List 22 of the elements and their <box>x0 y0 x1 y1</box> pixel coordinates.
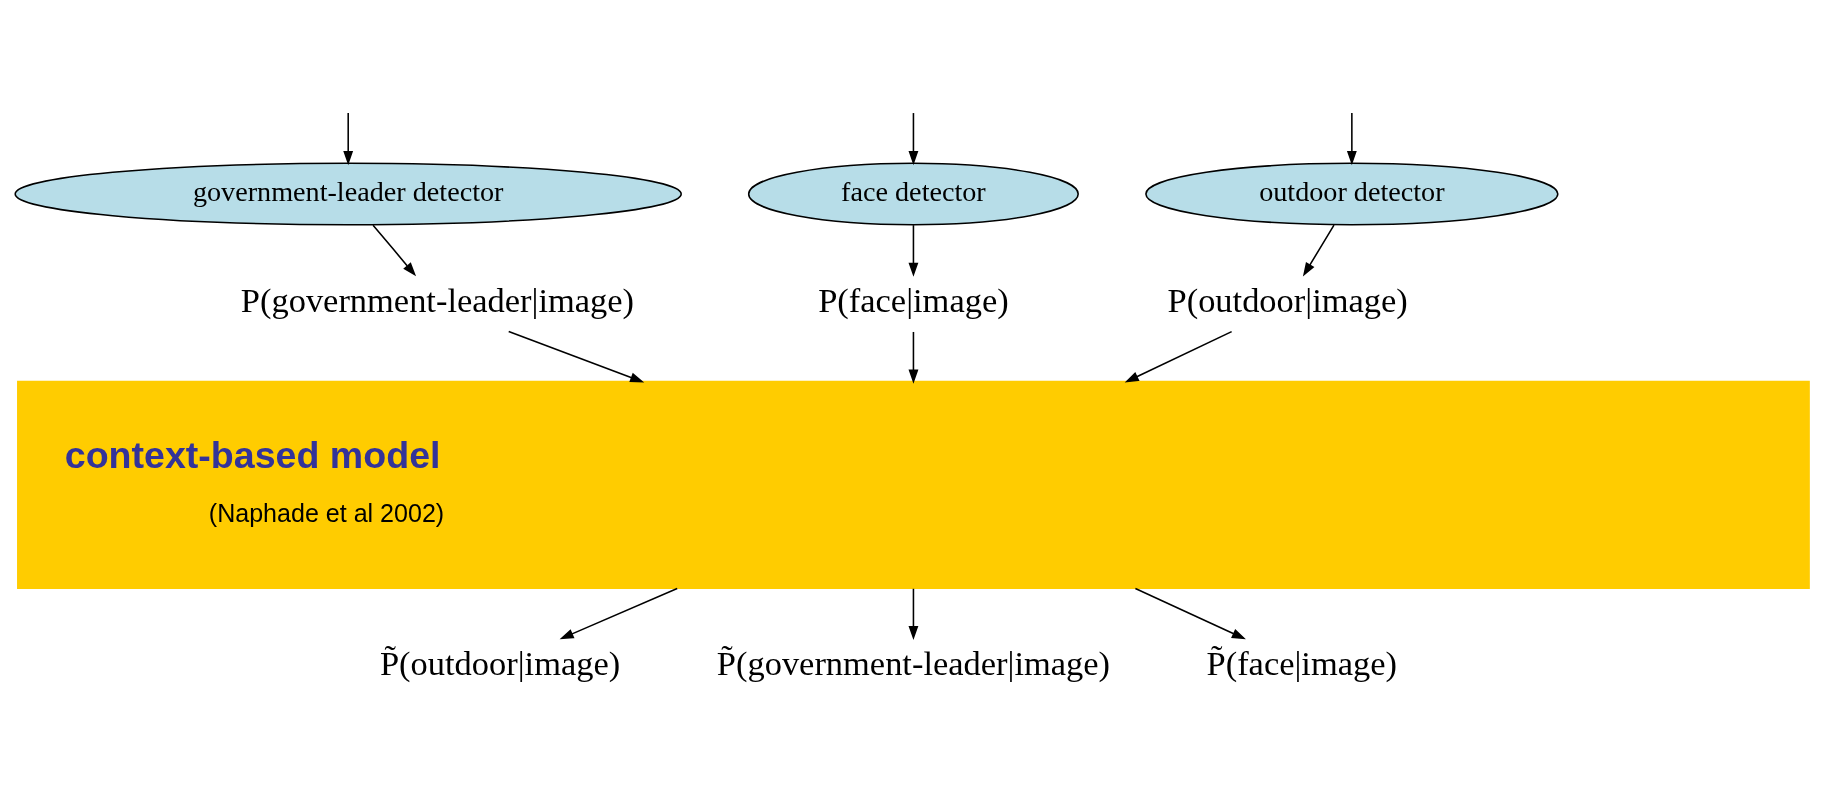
arrow <box>908 587 919 640</box>
node-ellipse: government-leader detector <box>14 162 682 225</box>
node-box: context-based model (Naphade et al 2002) <box>17 380 1810 589</box>
arrow <box>1134 587 1246 639</box>
node-text: P(government-leader|image) <box>240 280 635 319</box>
arrow <box>1124 330 1233 383</box>
node-text: P̃(outdoor|image) <box>379 643 621 682</box>
arrow <box>372 223 417 276</box>
arrow <box>559 587 678 639</box>
node-text: P̃(face|image) <box>1206 643 1397 682</box>
node-text: P(outdoor|image) <box>1167 280 1408 319</box>
arrow <box>343 111 354 165</box>
arrow <box>908 330 919 384</box>
arrow <box>908 111 919 165</box>
node-text: P(face|image) <box>818 280 1009 319</box>
arrow <box>908 223 919 277</box>
node-ellipse: outdoor detector <box>1145 162 1559 225</box>
arrow <box>1302 223 1335 277</box>
arrow <box>507 330 645 382</box>
node-text: P̃(government-leader|image) <box>716 643 1111 682</box>
arrow <box>1346 111 1357 165</box>
node-ellipse: face detector <box>747 162 1079 225</box>
